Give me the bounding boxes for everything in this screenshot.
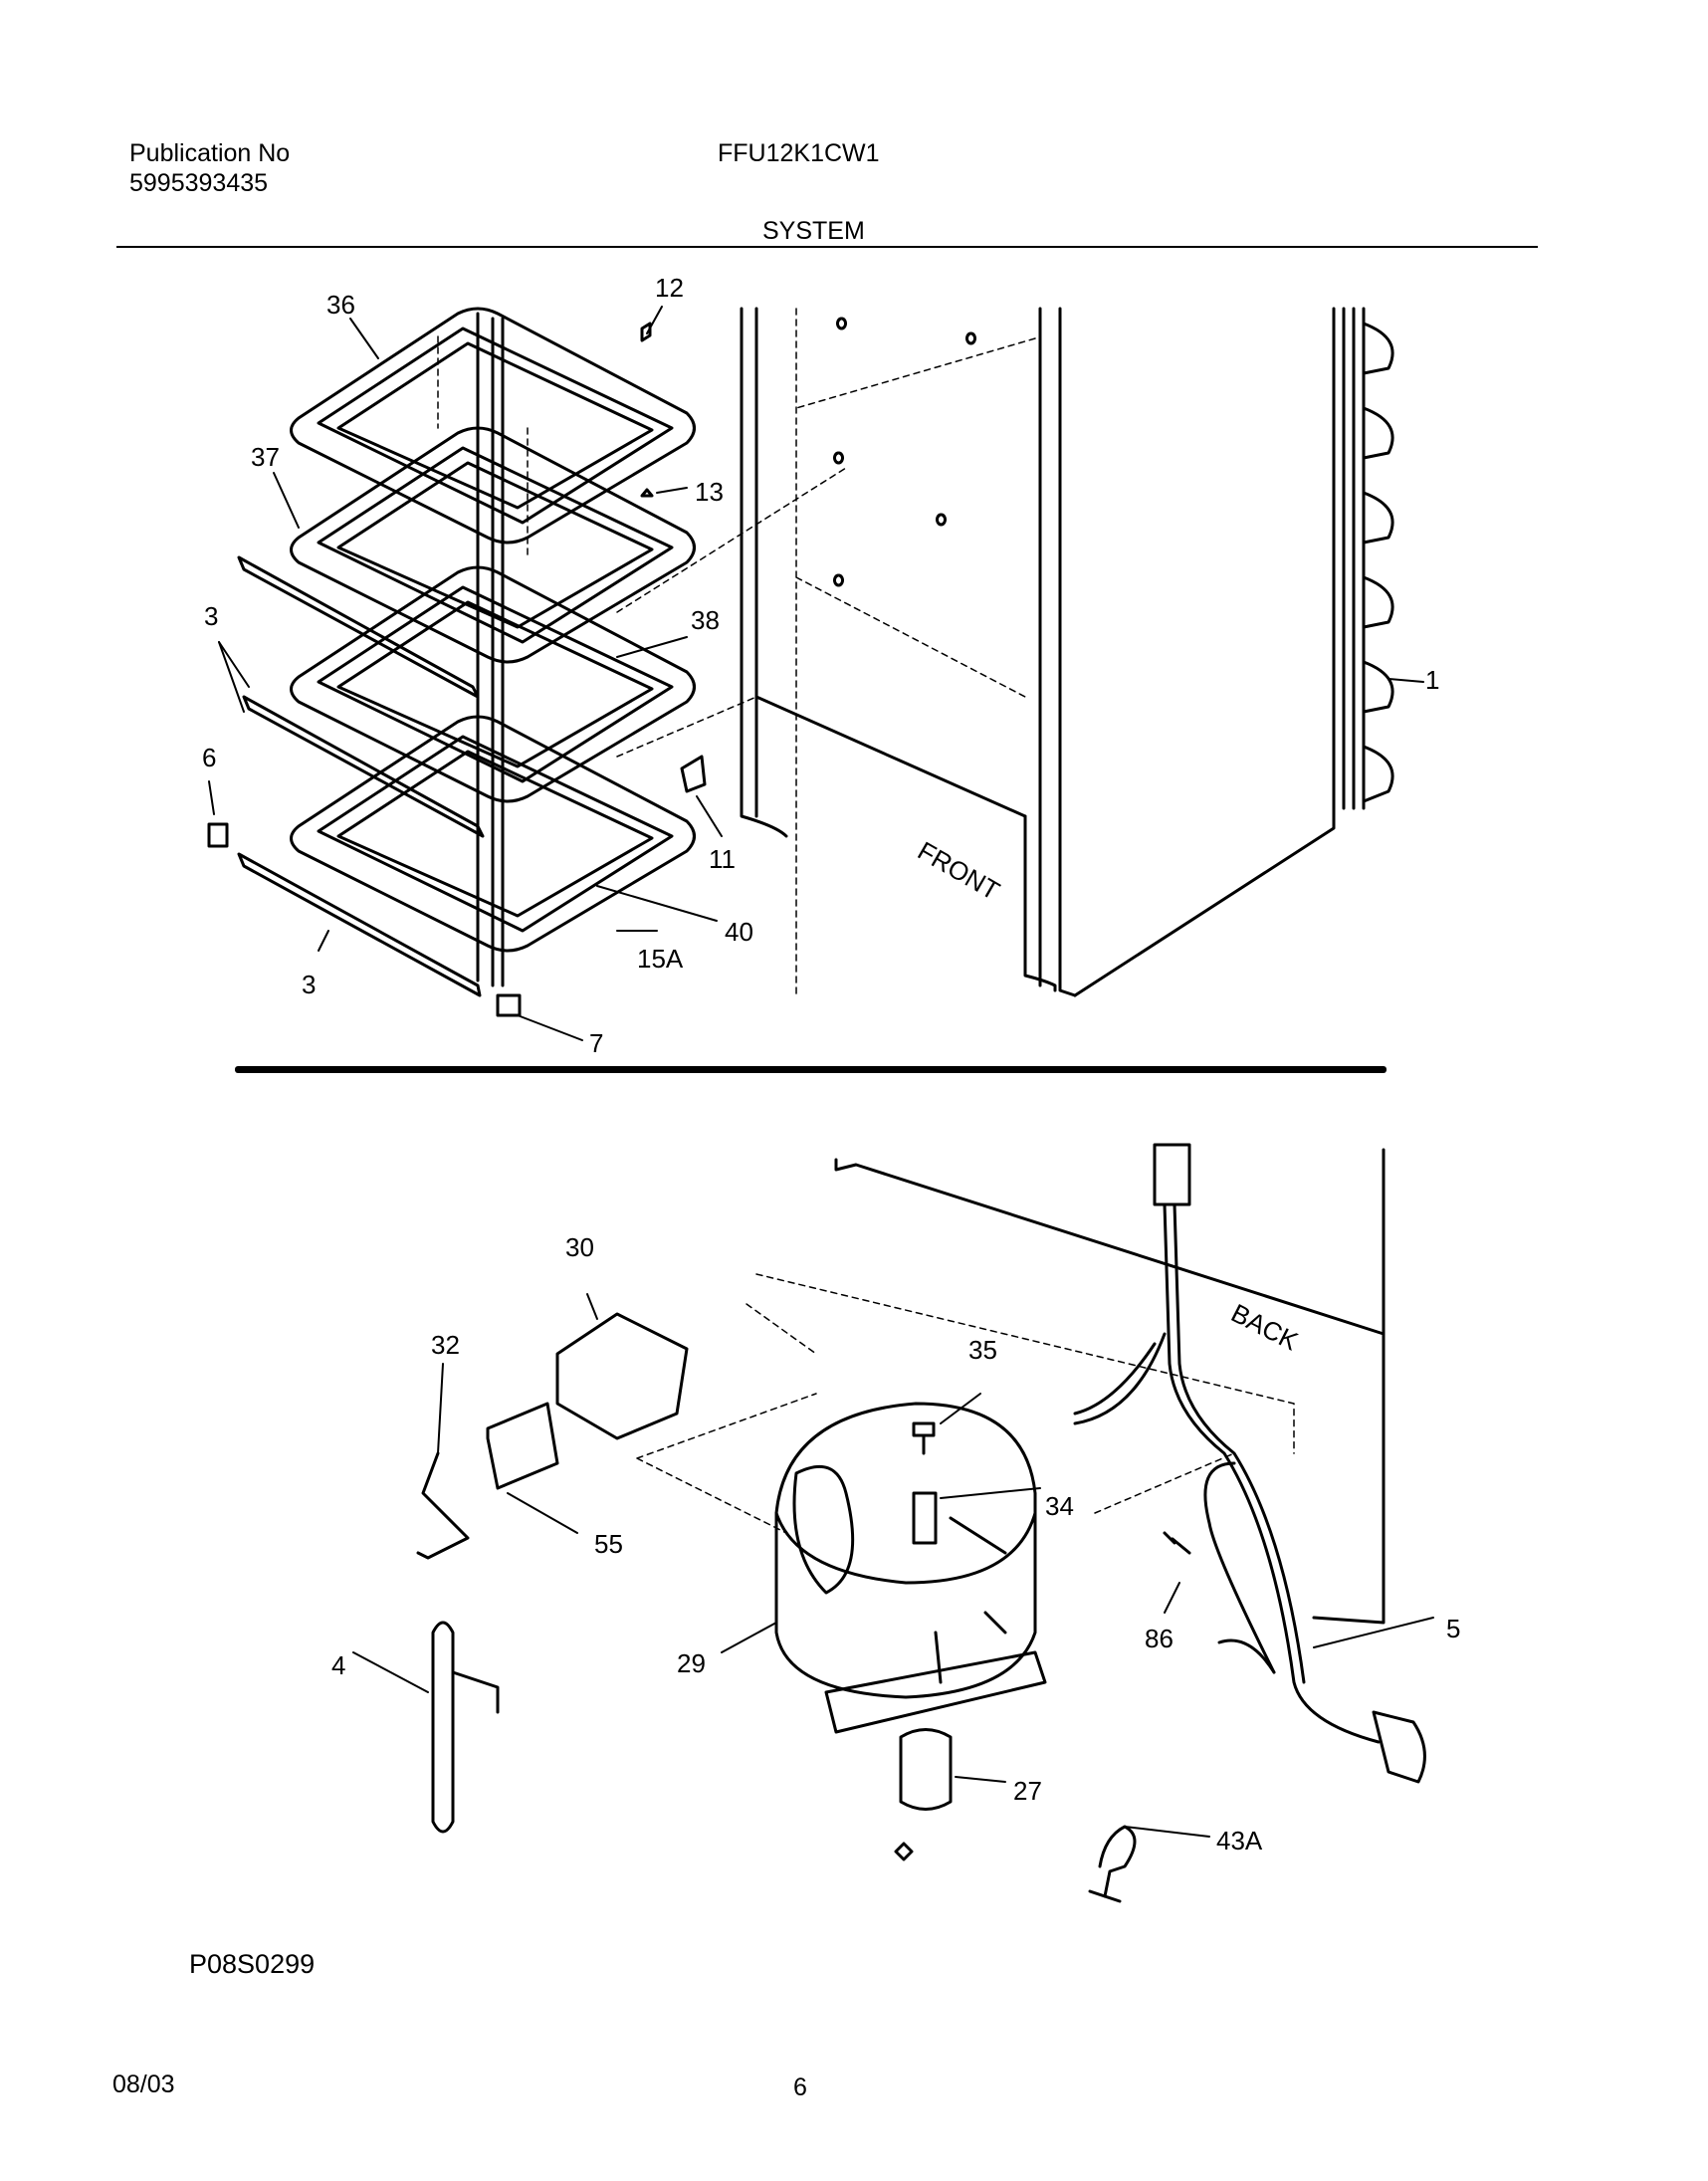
condenser-coil xyxy=(1332,307,1394,810)
relay-and-overload xyxy=(416,1312,689,1560)
callout-12: 12 xyxy=(655,273,684,303)
model-number: FFU12K1CW1 xyxy=(718,139,880,167)
callout-27: 27 xyxy=(1013,1776,1042,1806)
callout-3-bottom: 3 xyxy=(302,970,316,999)
header-divider xyxy=(116,246,1538,248)
callout-55: 55 xyxy=(594,1529,623,1559)
page-number: 6 xyxy=(793,2073,807,2101)
callout-29: 29 xyxy=(677,1648,706,1678)
evaporator-shelves xyxy=(207,307,847,1017)
mounting-hardware xyxy=(894,1825,1137,1903)
callout-4: 4 xyxy=(331,1650,345,1680)
callout-34: 34 xyxy=(1045,1491,1074,1521)
callout-37: 37 xyxy=(251,442,280,472)
cabinet-interior xyxy=(740,307,1336,997)
publication-number: 5995393435 xyxy=(129,169,269,197)
callout-32: 32 xyxy=(431,1330,460,1360)
callout-13: 13 xyxy=(695,477,724,507)
drier xyxy=(431,1621,500,1834)
front-label: FRONT xyxy=(913,835,1005,906)
figure-id: P08S0299 xyxy=(189,1949,316,1979)
callout-35: 35 xyxy=(968,1335,997,1365)
callout-7: 7 xyxy=(589,1028,603,1058)
power-cord-harness xyxy=(1073,1143,1426,1784)
section-divider xyxy=(235,1066,1387,1073)
callout-1: 1 xyxy=(1425,665,1439,695)
callout-6: 6 xyxy=(202,743,216,772)
callout-86: 86 xyxy=(1145,1624,1174,1653)
section-title: SYSTEM xyxy=(762,217,865,245)
publication-date: 08/03 xyxy=(112,2071,175,2098)
cabinet-back xyxy=(636,1148,1386,1625)
callout-40: 40 xyxy=(725,917,753,947)
callout-36: 36 xyxy=(326,290,355,320)
callout-11: 11 xyxy=(709,844,736,874)
callout-3-top: 3 xyxy=(204,601,218,631)
compressor xyxy=(774,1402,1047,1811)
publication-label: Publication No xyxy=(129,139,291,167)
callout-43a: 43A xyxy=(1216,1826,1263,1855)
callout-15a: 15A xyxy=(637,944,684,974)
back-label: BACK xyxy=(1226,1298,1303,1357)
callout-5: 5 xyxy=(1446,1614,1460,1643)
leader-lines xyxy=(208,306,1434,1838)
callout-38: 38 xyxy=(691,605,720,635)
callout-30: 30 xyxy=(565,1232,594,1262)
